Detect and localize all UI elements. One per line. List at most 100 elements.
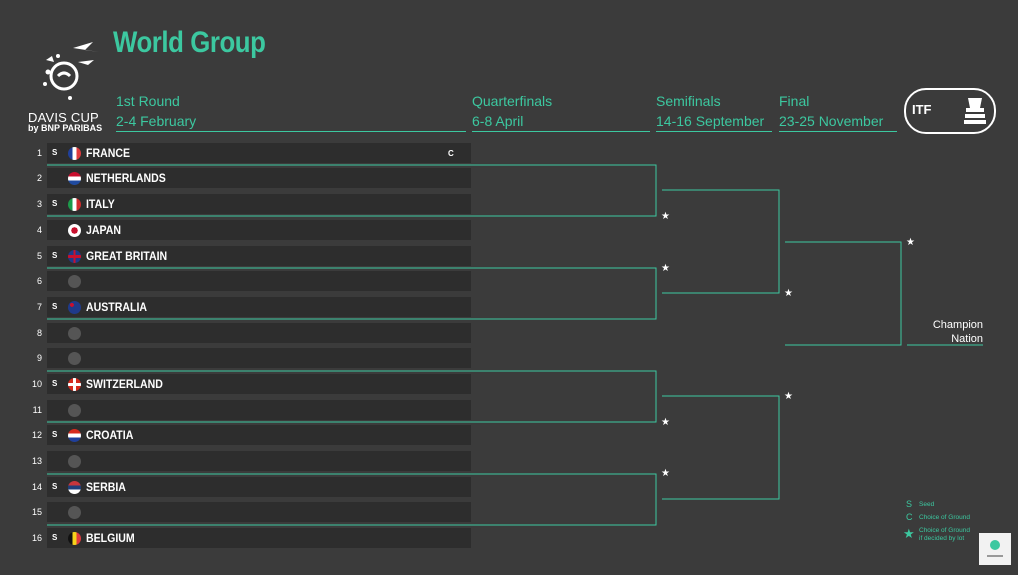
sf-2-star-icon: ★: [784, 391, 793, 402]
draw-slot[interactable]: [47, 271, 471, 291]
empty-flag-icon: [68, 455, 81, 468]
draw-slot[interactable]: [47, 220, 471, 240]
legend-star-icon: ★: [903, 526, 915, 541]
round-1-label: 1st Round: [116, 93, 180, 109]
draw-position-number: 16: [31, 533, 42, 543]
draw-slot[interactable]: [47, 374, 471, 394]
draw-position-number: 10: [31, 379, 42, 389]
draw-position-number: 7: [36, 302, 42, 312]
draw-slot[interactable]: [47, 194, 471, 214]
empty-flag-icon: [68, 352, 81, 365]
round-4-underline: [779, 131, 897, 132]
seed-marker: S: [52, 199, 58, 208]
seed-marker: S: [52, 251, 58, 260]
seed-marker: S: [52, 148, 58, 157]
italy-flag-icon: [68, 198, 81, 211]
choice-of-ground-marker: C: [448, 149, 454, 158]
round-3-underline: [656, 131, 772, 132]
legend-seed-symbol: S: [906, 499, 913, 509]
draw-slot[interactable]: [47, 477, 471, 497]
draw-position-number: 12: [31, 430, 42, 440]
australia-flag-icon: [68, 301, 81, 314]
round-4-label: Final: [779, 93, 810, 109]
draw-position-number: 8: [36, 328, 42, 338]
country-name: NETHERLANDS: [86, 171, 166, 185]
logo-bnp-text: by BNP PARIBAS: [28, 123, 103, 133]
seed-marker: S: [52, 379, 58, 388]
seed-marker: S: [52, 533, 58, 542]
sponsor-logo-thumbnail: [979, 533, 1011, 565]
round-3-dates: 14-16 September: [656, 113, 765, 129]
draw-position-number: 14: [31, 482, 42, 492]
itf-logo-text: ITF: [912, 102, 932, 117]
serbia-flag-icon: [68, 481, 81, 494]
draw-slot[interactable]: [47, 168, 471, 188]
draw-position-number: 13: [31, 456, 42, 466]
draw-position-number: 2: [36, 173, 42, 183]
round-2-underline: [472, 131, 650, 132]
draw-slot[interactable]: [47, 348, 471, 368]
france-flag-icon: [68, 147, 81, 160]
draw-slot[interactable]: [47, 425, 471, 445]
country-name: AUSTRALIA: [86, 300, 148, 314]
empty-flag-icon: [68, 404, 81, 417]
qf-2-star-icon: ★: [661, 263, 670, 274]
country-name: CROATIA: [86, 428, 134, 442]
draw-position-number: 9: [36, 353, 42, 363]
draw-slot[interactable]: [47, 143, 471, 163]
champion-label-line2: Nation: [951, 333, 983, 345]
seed-marker: S: [52, 302, 58, 311]
country-name: ITALY: [86, 197, 115, 211]
draw-slot[interactable]: [47, 323, 471, 343]
belgium-flag-icon: [68, 532, 81, 545]
draw-slot[interactable]: [47, 297, 471, 317]
country-name: JAPAN: [86, 223, 122, 237]
draw-position-number: 3: [36, 199, 42, 209]
country-name: FRANCE: [86, 146, 130, 160]
qf-1-star-icon: ★: [661, 211, 670, 222]
draw-position-number: 1: [36, 148, 42, 158]
final-star-icon: ★: [906, 237, 915, 248]
japan-flag-icon: [68, 224, 81, 237]
sf-1-star-icon: ★: [784, 288, 793, 299]
draw-position-number: 4: [36, 225, 42, 235]
round-2-label: Quarterfinals: [472, 93, 553, 109]
croatia-flag-icon: [68, 429, 81, 442]
draw-position-number: 6: [36, 276, 42, 286]
legend-choice-symbol: C: [906, 512, 913, 522]
country-name: SERBIA: [86, 480, 126, 494]
draw-slot[interactable]: [47, 528, 471, 548]
qf-3-star-icon: ★: [661, 417, 670, 428]
round-1-dates: 2-4 February: [116, 113, 197, 129]
draw-position-number: 5: [36, 251, 42, 261]
netherlands-flag-icon: [68, 172, 81, 185]
country-name: GREAT BRITAIN: [86, 249, 168, 263]
champion-label-line1: Champion: [932, 319, 983, 331]
round-3-label: Semifinals: [656, 93, 721, 109]
legend-choice-text: Choice of Ground: [919, 514, 970, 521]
empty-flag-icon: [68, 506, 81, 519]
champion-nation-label: Champion Nation: [905, 318, 983, 346]
itf-badge: ITF: [904, 88, 996, 134]
draw-slot[interactable]: [47, 400, 471, 420]
seed-marker: S: [52, 482, 58, 491]
page-title: World Group: [113, 26, 266, 59]
davis-cup-trophy-icon: [962, 94, 988, 131]
draw-slot[interactable]: [47, 502, 471, 522]
draw-position-number: 11: [32, 405, 42, 415]
round-2-dates: 6-8 April: [472, 113, 524, 129]
draw-position-number: 15: [31, 507, 42, 517]
davis-cup-logo: [18, 34, 114, 134]
round-4-dates: 23-25 November: [779, 113, 884, 129]
switzerland-flag-icon: [68, 378, 81, 391]
country-name: SWITZERLAND: [86, 377, 163, 391]
country-name: BELGIUM: [86, 531, 135, 545]
empty-flag-icon: [68, 275, 81, 288]
draw-slot[interactable]: [47, 451, 471, 471]
legend-lot-text-1: Choice of Ground: [919, 527, 970, 534]
empty-flag-icon: [68, 327, 81, 340]
great-britain-flag-icon: [68, 250, 81, 263]
logo-davis-cup-text: DAVIS CUP: [28, 110, 99, 125]
draw-slot[interactable]: [47, 246, 471, 266]
